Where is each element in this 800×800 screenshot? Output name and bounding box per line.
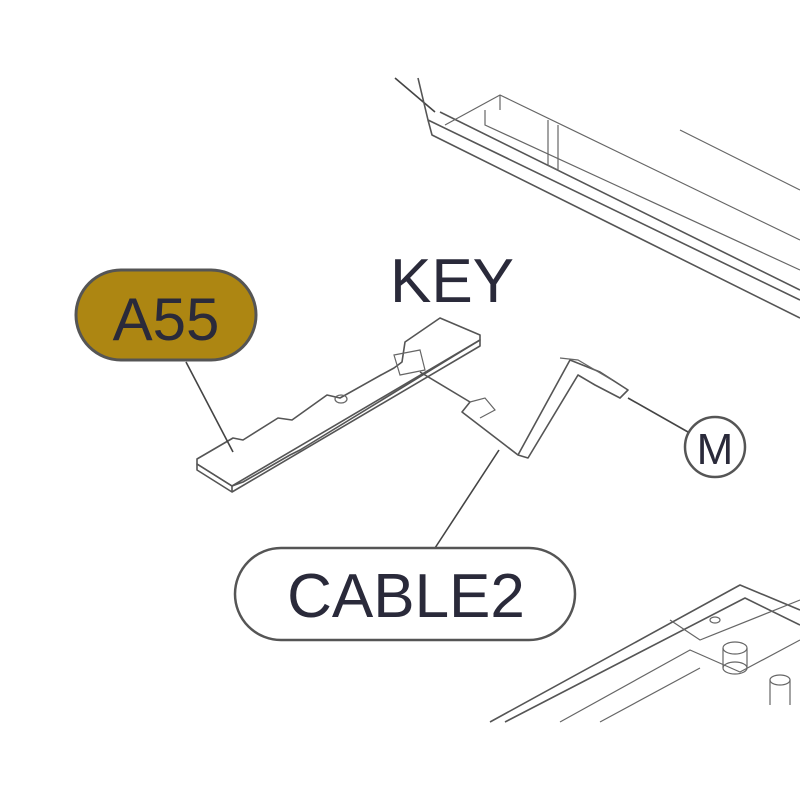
cable2-callout-label: CABLE2 bbox=[287, 562, 525, 631]
a55-callout-badge bbox=[74, 268, 258, 362]
a55-callout[interactable]: A55 bbox=[74, 268, 258, 362]
a55-callout-label: A55 bbox=[113, 286, 220, 353]
cable2-leader-line bbox=[434, 449, 500, 549]
key-label: KEY bbox=[390, 247, 514, 316]
flat-cable-part bbox=[419, 357, 689, 459]
motor-callout-circle bbox=[683, 415, 747, 479]
a55-leader-line bbox=[185, 361, 234, 453]
cable2-callout-badge bbox=[233, 546, 577, 642]
cable2-callout[interactable]: CABLE2 bbox=[233, 546, 577, 642]
motor-callout-label: M bbox=[697, 425, 734, 474]
key-board-part bbox=[196, 317, 481, 493]
motor-callout[interactable]: M bbox=[683, 415, 747, 479]
upper-housing-part bbox=[394, 77, 800, 319]
lower-housing-part bbox=[489, 584, 800, 723]
